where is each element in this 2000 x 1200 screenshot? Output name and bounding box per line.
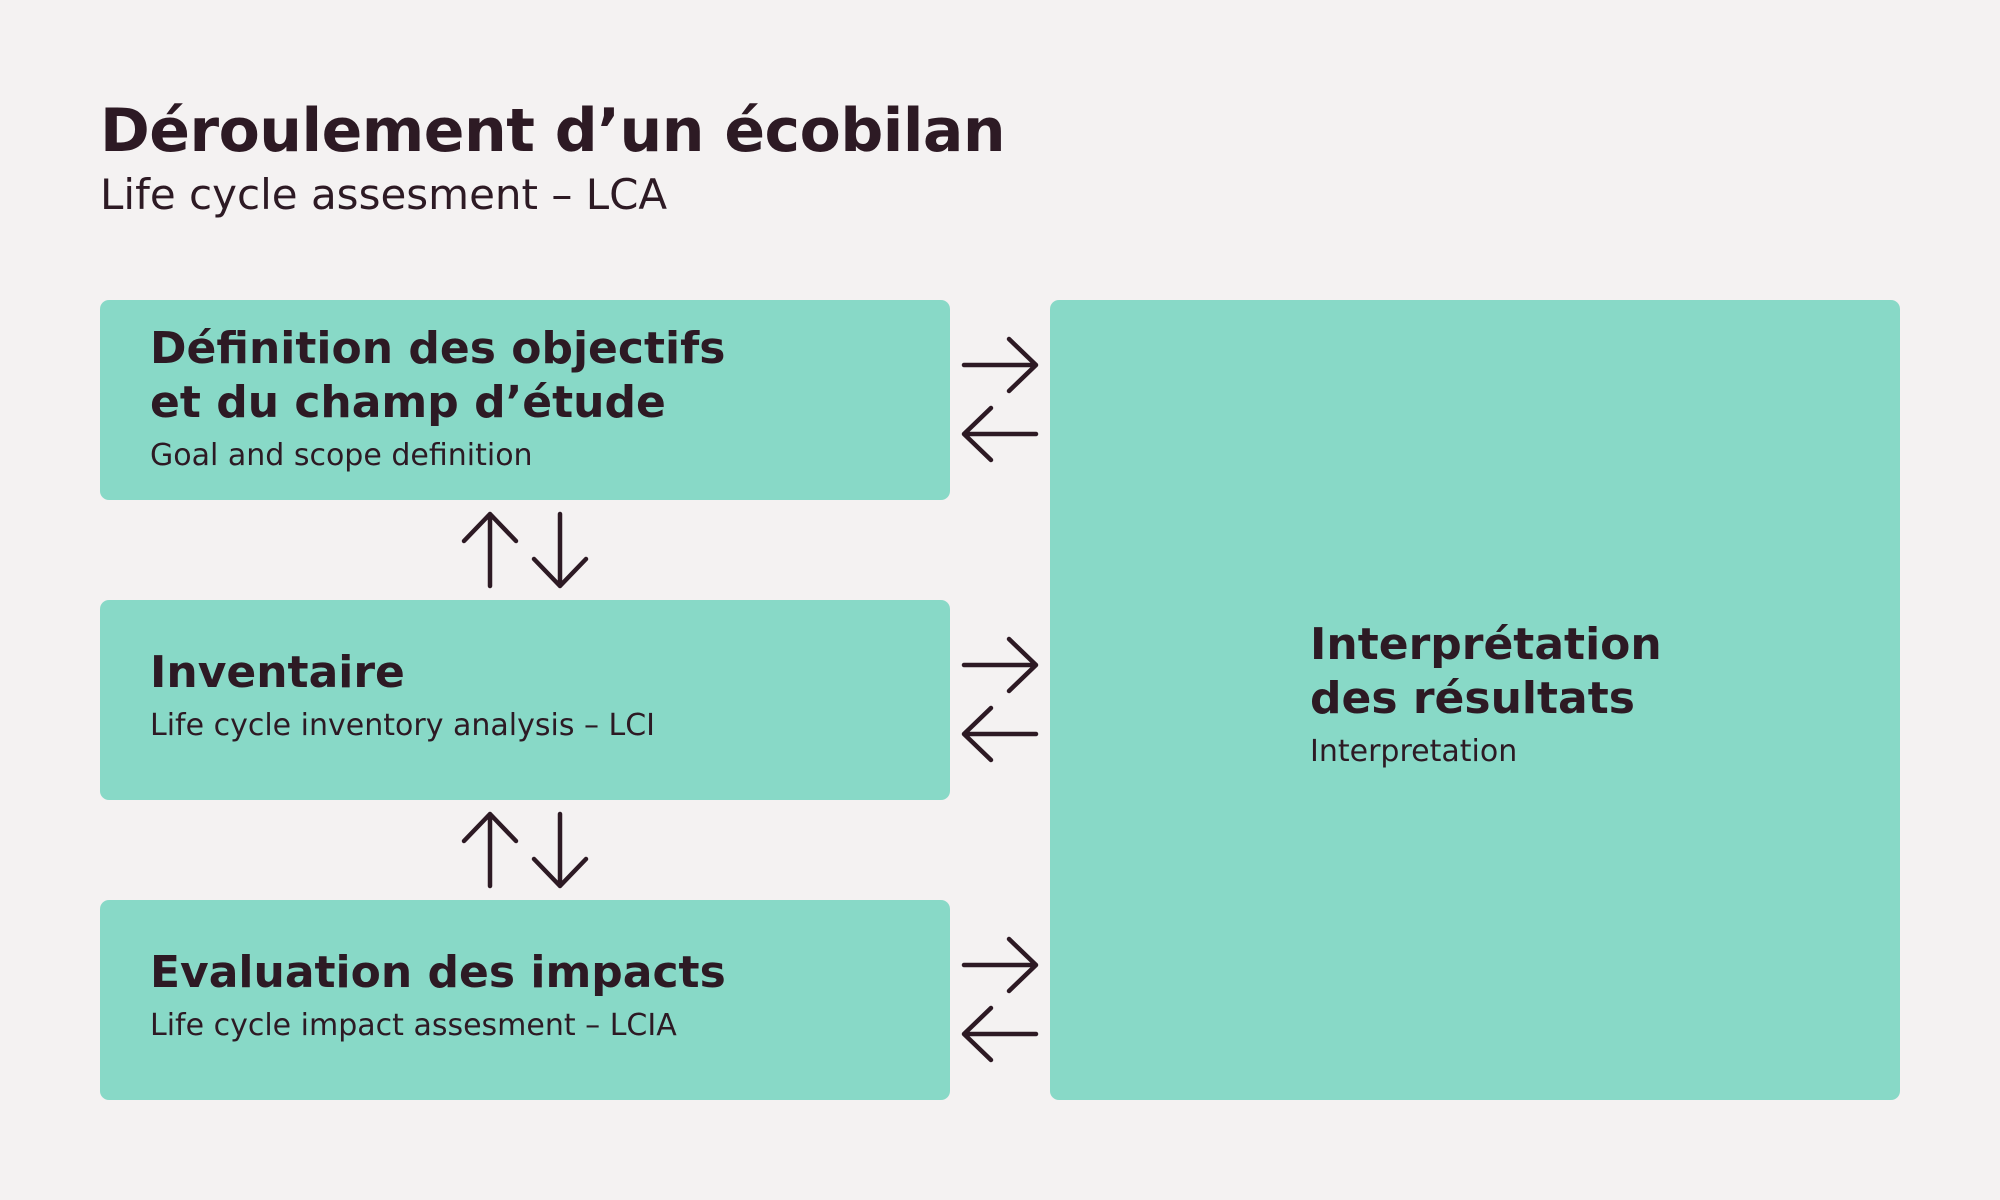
- interpretation-box: Interprétation des résultats Interpretat…: [1050, 300, 1900, 1100]
- page-subtitle: Life cycle assesment – LCA: [100, 170, 668, 219]
- arrow-left-icon: [961, 705, 1039, 763]
- interpretation-title-line2: des résultats: [1310, 673, 1635, 724]
- arrow-right-icon: [961, 336, 1039, 394]
- goal-scope-title-line1: Définition des objectifs: [150, 323, 726, 374]
- impact-subtitle: Life cycle impact assesment – LCIA: [150, 1008, 677, 1043]
- interpretation-title-line1: Interprétation: [1310, 619, 1662, 670]
- inventory-subtitle: Life cycle inventory analysis – LCI: [150, 708, 656, 743]
- impact-box: Evaluation des impacts Life cycle impact…: [100, 900, 950, 1100]
- arrow-down-icon: [531, 811, 589, 889]
- inventory-box: Inventaire Life cycle inventory analysis…: [100, 600, 950, 800]
- goal-scope-title-line2: et du champ d’étude: [150, 377, 666, 428]
- arrow-right-icon: [961, 936, 1039, 994]
- title-block: Déroulement d’un écobilan Life cycle ass…: [100, 96, 1006, 220]
- impact-title: Evaluation des impacts: [150, 947, 726, 998]
- arrow-up-icon: [461, 511, 519, 589]
- arrow-right-icon: [961, 636, 1039, 694]
- inventory-title: Inventaire: [150, 647, 405, 698]
- arrow-up-icon: [461, 811, 519, 889]
- goal-scope-box: Définition des objectifs et du champ d’é…: [100, 300, 950, 500]
- arrow-left-icon: [961, 405, 1039, 463]
- page-title: Déroulement d’un écobilan: [100, 96, 1006, 166]
- interpretation-subtitle: Interpretation: [1310, 734, 1518, 769]
- arrow-down-icon: [531, 511, 589, 589]
- goal-scope-subtitle: Goal and scope definition: [150, 438, 533, 473]
- arrow-left-icon: [961, 1005, 1039, 1063]
